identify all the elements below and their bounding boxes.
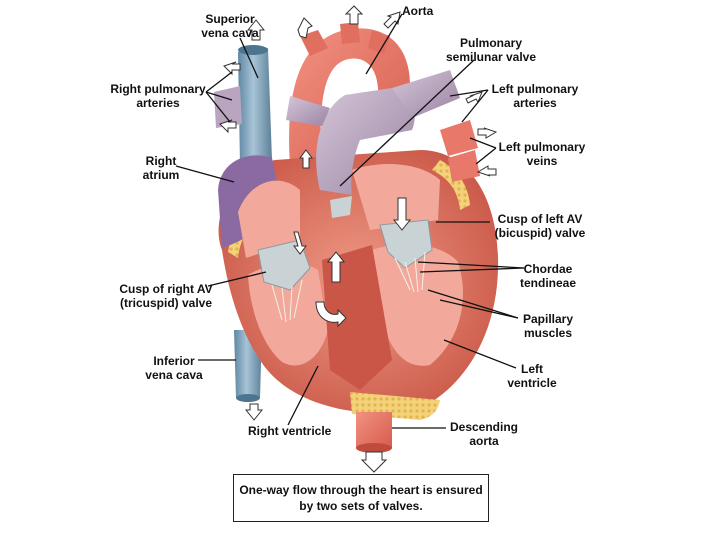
flow-arrow-ivc <box>246 404 262 420</box>
superior-vena-cava-shape <box>238 48 272 165</box>
caption-line-1: One-way flow through the heart is ensure… <box>234 482 488 498</box>
descending-aorta-shape <box>356 412 392 448</box>
flow-arrow-aorta-3 <box>384 12 400 28</box>
label-aorta: Aorta <box>402 4 433 18</box>
caption-line-2: by two sets of valves. <box>234 498 488 514</box>
flow-arrow-aorta-2 <box>346 6 362 24</box>
flow-arrow-desc-aorta <box>362 452 386 472</box>
caption-box: One-way flow through the heart is ensure… <box>233 474 489 522</box>
flow-arrow-lpa-2 <box>478 128 496 138</box>
label-cusp-left-av: Cusp of left AV(bicuspid) valve <box>490 212 590 240</box>
label-right-ventricle: Right ventricle <box>248 424 331 438</box>
label-cusp-right-av: Cusp of right AV(tricuspid) valve <box>114 282 218 310</box>
